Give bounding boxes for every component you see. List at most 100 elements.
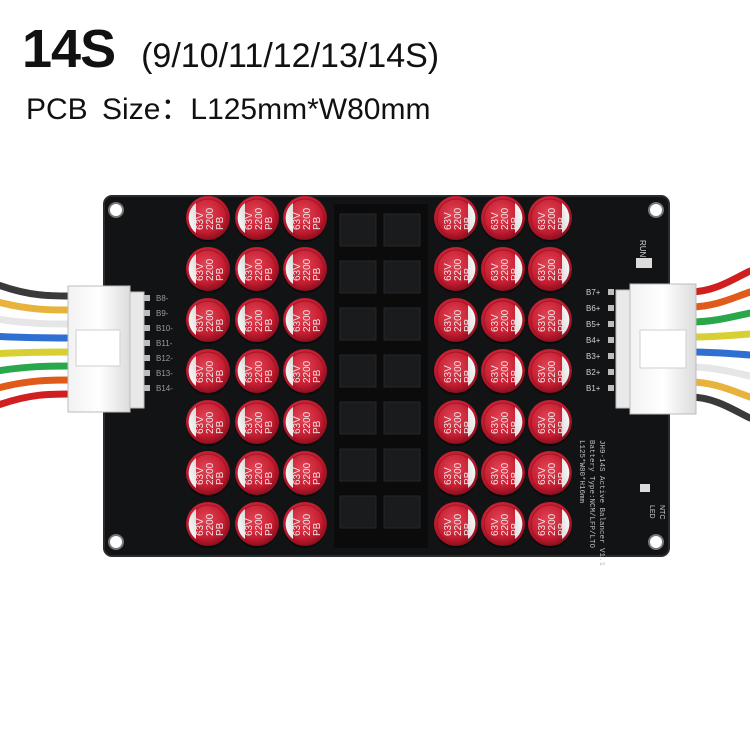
capacitor-marking: PB: [463, 267, 474, 281]
capacitor-marking: 2200: [453, 207, 464, 230]
capacitor-marking: 63V: [195, 314, 206, 332]
capacitor-marking: 63V: [292, 365, 303, 383]
capacitor-marking: 63V: [195, 263, 206, 281]
led-indicator: LED NTC: [640, 484, 665, 519]
capacitor-marking: PB: [463, 318, 474, 332]
pcb-size-text: PCB Size：L125mm*W80mm: [26, 93, 431, 126]
capacitor-marking: 2200: [302, 309, 313, 332]
center-component-area: [334, 204, 428, 548]
capacitor-marking: 2200: [453, 258, 464, 281]
pin: [608, 369, 614, 375]
capacitor-marking: PB: [510, 267, 521, 281]
pin-label: B9-: [156, 309, 169, 318]
capacitor-marking: 63V: [490, 263, 501, 281]
capacitor-marking: 63V: [244, 416, 255, 434]
pin-label: B2+: [586, 368, 601, 377]
capacitor-marking: 2200: [205, 513, 216, 536]
capacitor-marking: 63V: [195, 467, 206, 485]
capacitor-marking: 63V: [195, 416, 206, 434]
pin: [608, 337, 614, 343]
capacitor-marking: 63V: [537, 416, 548, 434]
capacitor-marking: 2200: [500, 360, 511, 383]
capacitor-marking: 63V: [195, 518, 206, 536]
capacitor-marking: 2200: [547, 360, 558, 383]
capacitor-marking: PB: [312, 471, 323, 485]
capacitor-marking: 2200: [500, 309, 511, 332]
capacitor-marking: 63V: [443, 263, 454, 281]
mount-hole: [108, 202, 124, 218]
capacitor-marking: PB: [215, 420, 226, 434]
capacitor-marking: PB: [264, 420, 275, 434]
capacitor-marking: PB: [312, 267, 323, 281]
capacitor-marking: 63V: [244, 263, 255, 281]
mount-hole: [648, 534, 664, 550]
capacitor-marking: 2200: [254, 360, 265, 383]
pin-label: B13-: [156, 369, 173, 378]
capacitor-marking: PB: [215, 318, 226, 332]
capacitor-marking: 2200: [453, 513, 464, 536]
capacitor-marking: 63V: [490, 314, 501, 332]
pin: [144, 340, 150, 346]
capacitor-marking: PB: [557, 267, 568, 281]
capacitor-marking: PB: [463, 420, 474, 434]
inductor: [339, 448, 377, 482]
pin: [608, 385, 614, 391]
capacitor-marking: PB: [510, 522, 521, 536]
capacitor-marking: 63V: [537, 467, 548, 485]
inductor: [383, 213, 421, 247]
left-wire-bundle: [0, 282, 74, 408]
capacitor-marking: PB: [557, 471, 568, 485]
capacitor-marking: PB: [264, 522, 275, 536]
pin-label: B6+: [586, 304, 601, 313]
inductor: [383, 354, 421, 388]
wire: [0, 316, 74, 328]
pin-label: B3+: [586, 352, 601, 361]
capacitor-marking: PB: [264, 216, 275, 230]
inductor: [383, 401, 421, 435]
wire: [686, 267, 750, 296]
pin: [608, 305, 614, 311]
pin-label: B10-: [156, 324, 173, 333]
capacitor-marking: 63V: [443, 518, 454, 536]
left-connector: [67, 285, 145, 413]
capacitor-marking: PB: [463, 369, 474, 383]
capacitor-marking: 63V: [195, 365, 206, 383]
capacitor-marking: PB: [312, 522, 323, 536]
mount-hole: [108, 534, 124, 550]
capacitor-marking: PB: [215, 216, 226, 230]
capacitor-marking: 63V: [537, 263, 548, 281]
capacitor-marking: 2200: [302, 462, 313, 485]
capacitor-marking: PB: [215, 522, 226, 536]
led-label-2: NTC: [658, 505, 665, 519]
wire: [0, 299, 74, 314]
capacitor-marking: 2200: [254, 411, 265, 434]
mount-hole: [648, 202, 664, 218]
capacitor-marking: PB: [463, 522, 474, 536]
pin-label: B12-: [156, 354, 173, 363]
inductor: [339, 213, 377, 247]
capacitor-marking: 2200: [547, 207, 558, 230]
capacitor-marking: 63V: [443, 416, 454, 434]
capacitor-marking: PB: [510, 369, 521, 383]
capacitor-marking: 2200: [500, 462, 511, 485]
capacitor-marking: 2200: [547, 309, 558, 332]
capacitor-marking: 63V: [443, 467, 454, 485]
capacitor-marking: 2200: [302, 513, 313, 536]
capacitor-marking: PB: [312, 420, 323, 434]
capacitor-marking: 2200: [500, 258, 511, 281]
capacitor-marking: 2200: [254, 513, 265, 536]
silk-line-3: L125*W80*H16mm: [577, 440, 585, 504]
capacitor-marking: PB: [264, 471, 275, 485]
capacitor-marking: 2200: [254, 462, 265, 485]
